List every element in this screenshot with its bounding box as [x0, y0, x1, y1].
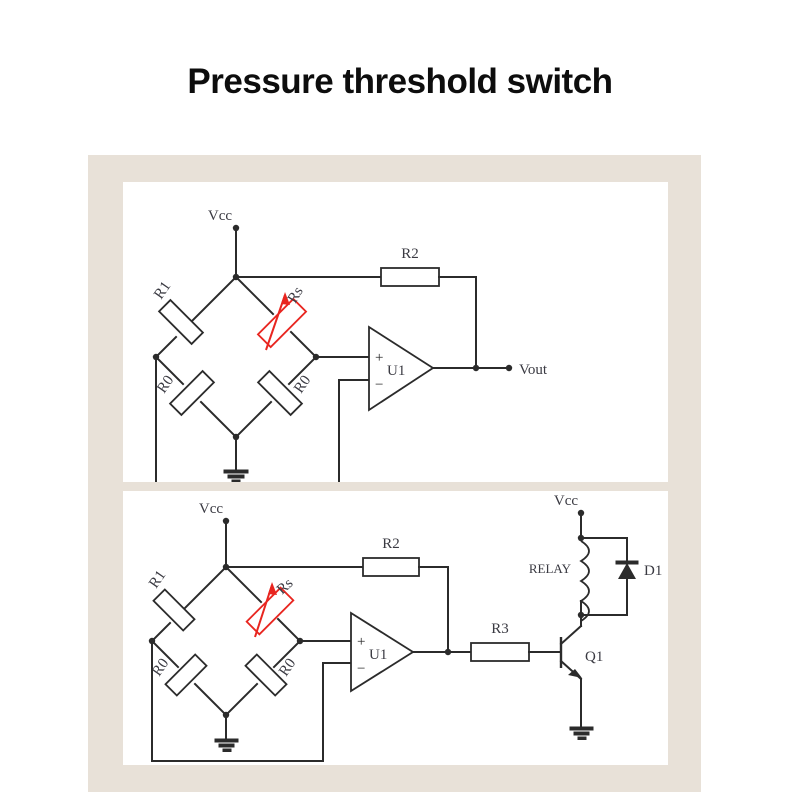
bridge-wire-top-left-upper — [184, 275, 238, 329]
relay-vcc-label: Vcc — [554, 493, 578, 509]
resistor-rs-2 — [245, 586, 295, 636]
bridge-wire-bottom-left-lower — [199, 400, 238, 439]
diode-d1 — [615, 560, 639, 579]
bridge-wire-bottom-right-upper — [287, 355, 318, 386]
vcc-label: Vcc — [208, 208, 232, 224]
bridge-wire-top-right-lower — [289, 330, 318, 359]
relay-label: RELAY — [529, 561, 572, 576]
bridge-wire-top-right-upper — [234, 275, 275, 316]
resistor-rs — [256, 297, 308, 349]
bridge-wire-top-left-lower — [154, 335, 178, 359]
bridge2-wire-top-right-upper — [224, 565, 263, 604]
ground-symbol-bridge — [223, 469, 249, 482]
resistor-r0-right — [256, 369, 304, 417]
opamp-plus-sign: + — [375, 350, 383, 366]
resistor-r3-label: R3 — [491, 621, 509, 637]
rs-variable-arrow-head — [281, 292, 290, 305]
figure-frame: Vcc R1 Rs R — [88, 155, 701, 792]
rs-variable-arrow-head-2 — [268, 582, 277, 595]
vout-terminal-dot — [505, 364, 513, 372]
vcc-terminal-dot — [232, 224, 240, 232]
resistor-r0-right-2 — [244, 653, 288, 697]
bridge2-wire-bottom-left-upper — [150, 639, 180, 669]
relay-vcc-terminal-dot — [577, 509, 585, 517]
resistor-r0-left — [168, 369, 216, 417]
opamp-u1-label: U1 — [387, 363, 405, 379]
resistor-r0-right-label: R0 — [291, 373, 314, 397]
circuit-panel-top: Vcc R1 Rs R — [123, 182, 668, 482]
page-title: Pressure threshold switch — [187, 62, 613, 101]
resistor-r1-2 — [152, 588, 196, 632]
vcc-label-2: Vcc — [199, 501, 223, 517]
resistor-rs-label: Rs — [285, 284, 307, 306]
resistor-r0-left-label: R0 — [154, 373, 177, 397]
bridge-wire-bottom-right-lower — [234, 400, 273, 439]
relay-coil — [579, 540, 590, 622]
ground-symbol-emitter — [569, 726, 594, 740]
bridge-wire-bottom-left-upper — [154, 355, 185, 386]
resistor-r2 — [380, 267, 440, 287]
vcc-terminal-dot-2 — [222, 517, 230, 525]
bridge2-wire-top-left-upper — [177, 565, 228, 616]
bridge2-wire-top-right-lower — [276, 617, 302, 643]
resistor-r0-right-label-2: R0 — [276, 656, 299, 680]
rs-variable-arrow-shaft — [265, 294, 286, 351]
resistor-r0-left-2 — [164, 653, 208, 697]
bridge2-wire-top-left-lower — [150, 621, 172, 643]
transistor-q1-label: Q1 — [585, 649, 603, 665]
circuit-top-svg: Vcc R1 Rs R — [151, 208, 548, 482]
opamp-u1-body-2 — [350, 611, 415, 693]
diode-d1-label: D1 — [644, 563, 662, 579]
resistor-r2-label: R2 — [401, 246, 419, 262]
opamp-u1-label-2: U1 — [369, 647, 387, 663]
opamp-u1-body — [368, 325, 435, 412]
resistor-r1-label: R1 — [151, 279, 174, 303]
output-node-dot-2 — [444, 648, 452, 656]
opamp-plus-sign-2: + — [357, 634, 365, 650]
bridge2-wire-bottom-left-lower — [193, 682, 228, 717]
bridge2-wire-bottom-right-upper — [272, 639, 302, 669]
resistor-r3 — [470, 642, 530, 662]
ground-symbol-bridge-2 — [214, 738, 239, 752]
vout-label: Vout — [519, 362, 548, 378]
circuit-panel-bottom: Vcc R1 Rs R — [123, 491, 668, 765]
resistor-r2-2 — [362, 557, 420, 577]
circuit-bottom-svg: Vcc R1 Rs R — [146, 493, 662, 762]
resistor-r1 — [157, 298, 205, 346]
resistor-r1-label-2: R1 — [146, 568, 169, 592]
opamp-minus-sign: − — [375, 377, 383, 393]
transistor-q1 — [559, 624, 583, 681]
resistor-r2-label-2: R2 — [382, 536, 400, 552]
bridge2-wire-bottom-right-lower — [224, 682, 259, 717]
opamp-minus-sign-2: − — [357, 661, 365, 677]
